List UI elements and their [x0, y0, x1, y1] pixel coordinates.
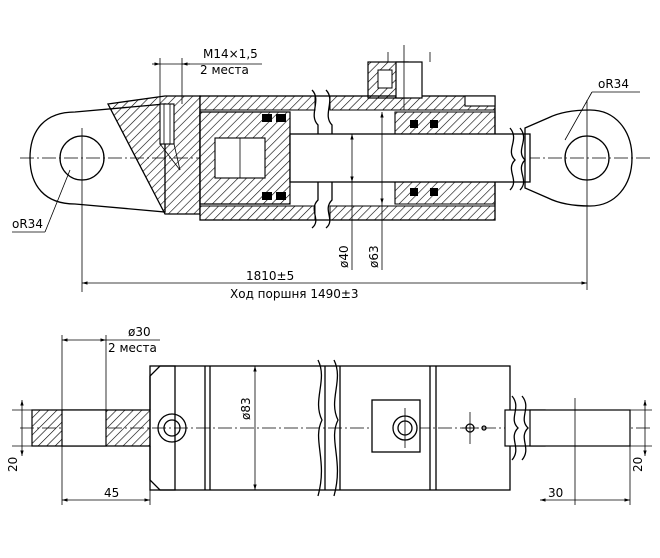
dia-rod-label: ø40 [337, 245, 351, 268]
length-dims: 45 30 [61, 446, 631, 505]
eye-len-left-label: 45 [104, 486, 119, 500]
radius-right-label: оR34 [598, 77, 629, 91]
dia-piston-label: ø63 [367, 245, 381, 268]
thread-qty-label: 2 места [200, 63, 249, 77]
eye-width-left-label: 20 [6, 457, 20, 472]
thread-note: M14×1,5 2 места [152, 47, 262, 104]
left-block-plan [149, 365, 187, 491]
piston-rod-plan [504, 395, 631, 505]
left-eye-plan: ø30 2 места [31, 325, 160, 505]
dia-body-label: ø83 [239, 397, 253, 420]
radius-callouts: оR34 оR34 [12, 77, 640, 233]
pin-qty-label: 2 места [108, 341, 157, 355]
section-view: ø40 ø63 M14×1,5 2 места оR34 оR34 1810± [12, 45, 650, 301]
piston-rod [289, 127, 531, 191]
radius-left-label: оR34 [12, 217, 43, 231]
overall-length-label: 1810±5 [246, 269, 294, 283]
dim-overall: 1810±5 Ход поршня 1490±3 [81, 188, 587, 301]
thread-port [159, 103, 181, 171]
stroke-label: Ход поршня 1490±3 [230, 287, 359, 301]
thread-size-label: M14×1,5 [203, 47, 258, 61]
eye-len-right-label: 30 [548, 486, 563, 500]
port-block-plan [371, 399, 421, 453]
port-fitting [367, 45, 431, 110]
dim-rod-piston: ø40 ø63 [337, 112, 384, 270]
eye-width-right-label: 20 [631, 457, 645, 472]
plan-view: ø30 2 места ø83 [6, 325, 652, 505]
pin-dia-label: ø30 [128, 325, 151, 339]
small-ports-plan [462, 412, 487, 444]
right-eye [524, 100, 633, 290]
width-dims: 20 20 [6, 400, 652, 472]
